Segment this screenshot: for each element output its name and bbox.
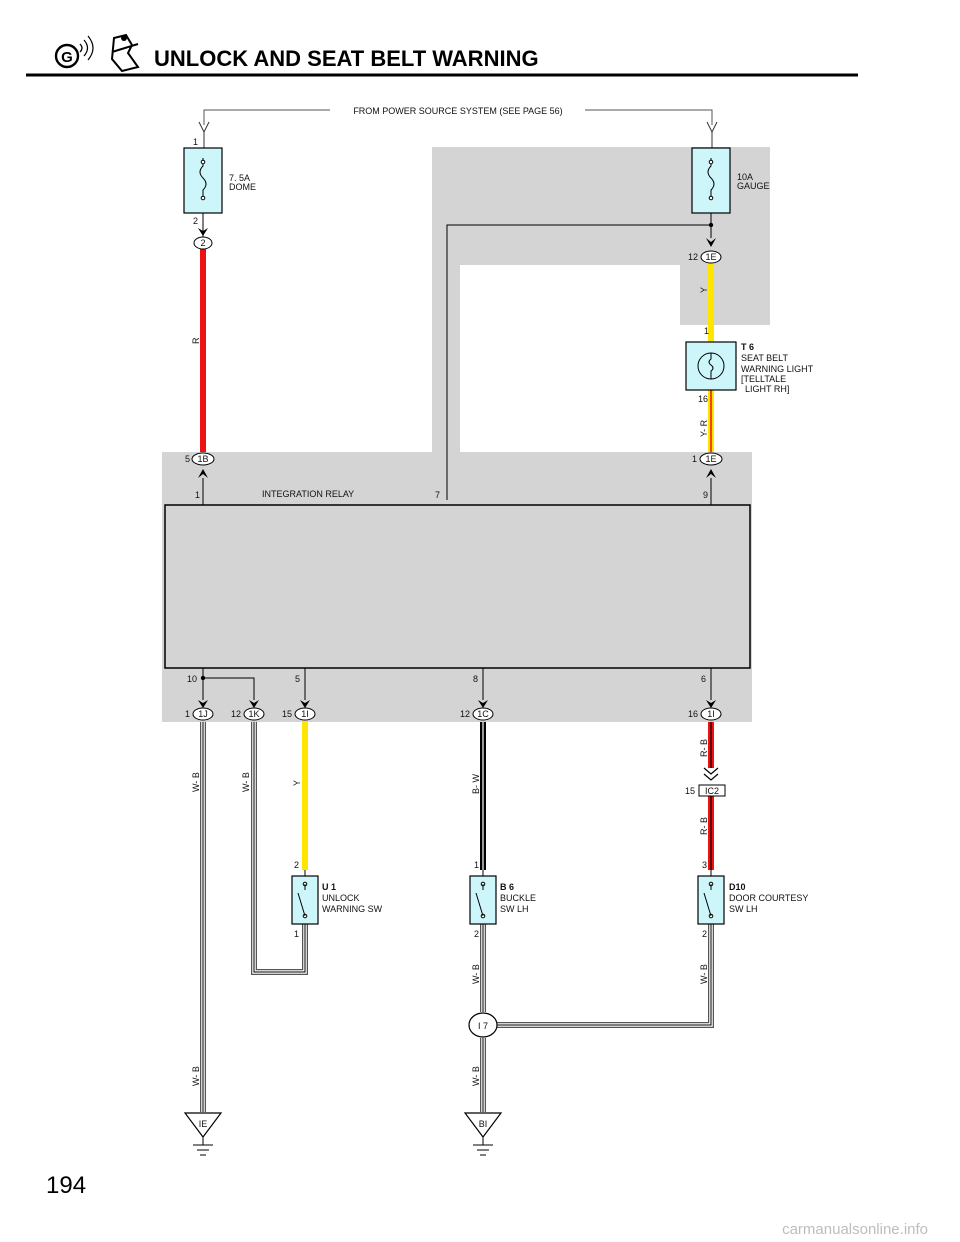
wire-label-bw: B- W	[471, 773, 481, 794]
fuse-dome: 7. 5A DOME 1 2	[183, 137, 256, 226]
page-title: UNLOCK AND SEAT BELT WARNING	[154, 46, 539, 71]
fuse-gauge-name: GAUGE	[737, 181, 770, 191]
power-source: FROM POWER SOURCE SYSTEM (SEE PAGE 56)	[198, 106, 718, 148]
d10-line-1: DOOR COURTESY	[729, 893, 808, 903]
wire-label-r: R	[191, 337, 201, 344]
d10-door-courtesy-switch: 3 2 D10 DOOR COURTESY SW LH	[697, 860, 808, 939]
connector-1b-pin: 5	[185, 454, 190, 464]
d10-id: D10	[729, 882, 746, 892]
relay-name: INTEGRATION RELAY	[262, 489, 354, 499]
wire-label-wb-1: W- B	[191, 772, 201, 792]
u1-pin-top: 2	[294, 860, 299, 870]
header: G UNLOCK AND SEAT BELT WARNING	[26, 33, 858, 77]
relay-pin-5: 5	[295, 674, 300, 684]
t6-pin-bottom: 16	[698, 394, 708, 404]
wire-wb-d10	[497, 924, 714, 1028]
relay-pin-9: 9	[703, 490, 708, 500]
b6-line-2: SW LH	[500, 904, 529, 914]
b6-line-1: BUCKLE	[500, 893, 536, 903]
seat-belt-icon	[110, 33, 140, 73]
speaker-icon: G	[54, 35, 94, 69]
connector-1i-code-b: 1I	[707, 709, 715, 719]
connector-1c-code: 1C	[477, 709, 489, 719]
u1-id: U 1	[322, 882, 336, 892]
splice-i7-label: I 7	[478, 1021, 488, 1031]
connector-1j-pin: 1	[185, 709, 190, 719]
wire-label-y-top: Y	[699, 287, 709, 293]
connector-1e-code-mid: 1E	[705, 454, 716, 464]
t6-warning-light: 1 16 T 6 SEAT BELT WARNING LIGHT [TELLTA…	[685, 326, 814, 404]
relay-pin-8: 8	[473, 674, 478, 684]
b6-id: B 6	[500, 882, 514, 892]
connector-1k-pin: 12	[231, 709, 241, 719]
connector-1i-code-a: 1I	[301, 709, 309, 719]
connector-1e-code-top: 1E	[705, 252, 716, 262]
connector-1c-pin: 12	[460, 709, 470, 719]
b6-buckle-switch: 1 2 B 6 BUCKLE SW LH	[469, 860, 536, 939]
connector-1i-pin-b: 16	[688, 709, 698, 719]
connector-1k-code: 1K	[248, 709, 259, 719]
power-source-label: FROM POWER SOURCE SYSTEM (SEE PAGE 56)	[353, 106, 562, 116]
wire-wb-u1	[251, 722, 308, 975]
connector-ic2-pin: 15	[685, 786, 695, 796]
icon-letter: G	[61, 49, 73, 66]
watermark: carmanualsonline.info	[782, 1221, 928, 1238]
relay-pin-6: 6	[701, 674, 706, 684]
wire-label-wb-4: W- B	[699, 964, 709, 984]
relay-pin-1: 1	[195, 490, 200, 500]
connector-1b-code: 1B	[197, 454, 208, 464]
connector-1i-pin-a: 15	[282, 709, 292, 719]
relay-pin-7: 7	[435, 490, 440, 500]
b6-pin-top: 1	[474, 860, 479, 870]
t6-line-1: SEAT BELT	[741, 353, 789, 363]
splice-i7: I 7	[468, 1012, 498, 1038]
t6-line-2: WARNING LIGHT	[741, 364, 814, 374]
connector-ic2-code: IC2	[705, 786, 719, 796]
t6-id: T 6	[741, 342, 754, 352]
fuse-dome-name: DOME	[229, 182, 256, 192]
wire-label-y-bottom: Y	[292, 780, 302, 786]
fuse-dome-pin-top: 1	[193, 137, 198, 147]
fuse-gauge: 10A GAUGE	[691, 147, 770, 214]
fuse-dome-pin-bottom: 2	[193, 216, 198, 226]
d10-line-2: SW LH	[729, 904, 758, 914]
ground-bi: BI	[463, 1112, 503, 1156]
connector-1e-pin-mid: 1	[692, 454, 697, 464]
d10-pin-top: 3	[702, 860, 707, 870]
ground-ie-label: IE	[199, 1119, 208, 1129]
b6-pin-bottom: 2	[474, 929, 479, 939]
d10-pin-bottom: 2	[702, 929, 707, 939]
ground-bi-label: BI	[479, 1119, 488, 1129]
t6-line-3: [TELLTALE	[741, 374, 786, 384]
wire-label-rb-2: R- B	[699, 817, 709, 835]
t6-line-4: LIGHT RH]	[745, 384, 789, 394]
wire-label-yr: Y- R	[699, 419, 709, 437]
ground-ie: IE	[183, 1112, 223, 1156]
relay-pin-10: 10	[187, 674, 197, 684]
wire-labels: R Y Y- R W- B W- B Y B- W R- B R- B W- B…	[191, 287, 709, 1086]
wire-label-wb-6: W- B	[471, 1066, 481, 1086]
connectors: 2 1E 12 1B 5 1E 1 1J 1 1K 12 1I 15 1C 12	[185, 228, 726, 797]
u1-pin-bottom: 1	[294, 929, 299, 939]
fuse-dome-rating: 7. 5A	[229, 173, 250, 183]
t6-pin-top: 1	[704, 326, 709, 336]
wire-label-wb-3: W- B	[471, 964, 481, 984]
connector-1j-code: 1J	[198, 709, 208, 719]
page-number: 194	[46, 1172, 86, 1199]
fuse-gauge-rating: 10A	[737, 172, 753, 182]
wire-label-wb-5: W- B	[191, 1066, 201, 1086]
connector-1e-pin-top: 12	[688, 252, 698, 262]
wire-label-rb-1: R- B	[699, 739, 709, 757]
u1-unlock-warning-switch: 2 1 U 1 UNLOCK WARNING SW	[291, 860, 383, 939]
u1-line-1: UNLOCK	[322, 893, 360, 903]
wires	[200, 213, 714, 1112]
wire-label-wb-2: W- B	[241, 772, 251, 792]
integration-relay: INTEGRATION RELAY 1 7 9 10 5 8 6	[164, 489, 751, 684]
u1-line-2: WARNING SW	[322, 904, 383, 914]
connector-2: 2	[200, 238, 205, 248]
